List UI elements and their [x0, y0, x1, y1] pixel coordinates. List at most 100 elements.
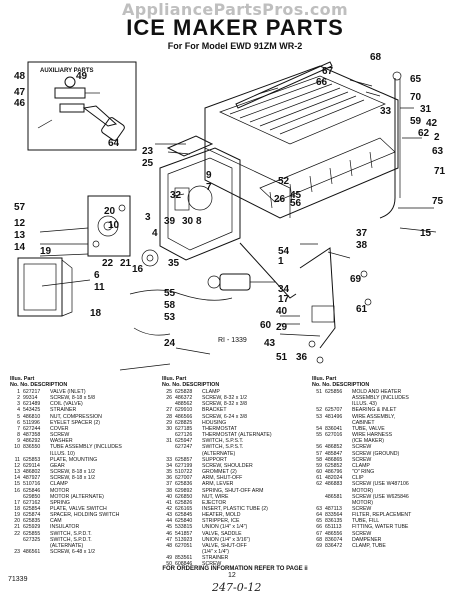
part-number: 627051 [175, 542, 193, 549]
callout-49: 49 [76, 71, 88, 82]
callout-46: 46 [14, 98, 26, 109]
callout-30: 30 [182, 216, 194, 227]
part-description: FILTER, REPLACEMENT [352, 512, 412, 519]
part-description: STRAINER [202, 555, 229, 562]
part-description: SCREW (USE W487106 [352, 481, 409, 488]
part-description: NUT, WIRE [202, 493, 229, 500]
part-description: SPRING [50, 499, 70, 506]
part-number: 487358 [23, 432, 41, 439]
callout-24: 24 [164, 338, 176, 349]
part-description: SCREW [202, 561, 222, 568]
part-number: 629850 [23, 493, 41, 500]
part-number: 99314 [23, 395, 38, 402]
illus-number: 17 [14, 499, 20, 506]
part-description: SCREW, 8-18 x 1/2 [50, 475, 95, 482]
illus-number: 49 [166, 555, 172, 562]
part-number: 486852 [325, 444, 343, 451]
part-number: 627199 [175, 462, 193, 469]
part-description: SCREW, 8-32 x 3/8 [202, 401, 247, 408]
part-description: EYELET SPACER (2) [50, 419, 100, 426]
illus-number: 47 [166, 536, 172, 543]
illus-number: 11 [14, 456, 20, 463]
ice-maker-body [17, 61, 437, 371]
part-description: ARM, SHUT-OFF [202, 475, 243, 482]
illus-number: 5 [17, 413, 20, 420]
illus-number: 19 [14, 512, 20, 519]
part-description: NUT, COMPRESSION [50, 413, 102, 420]
part-description: SPRING, SHUT-OFF ARM [202, 487, 264, 494]
illus-number: 2 [17, 395, 20, 402]
callout-47: 47 [14, 87, 26, 98]
part-description: GEAR [50, 462, 65, 469]
part-description: SUPPORT [202, 456, 227, 463]
part-number: 627217 [23, 389, 41, 395]
illus-number: 1 [17, 389, 20, 395]
illus-number: 53 [316, 413, 322, 420]
part-description: SWITCH, S.P.D.T. [50, 536, 92, 543]
exploded-parts-diagram: AUXILIARY PARTS [14, 52, 446, 371]
part-description: SCREW, 8-18 x 1/2 [50, 469, 95, 476]
callout-1: 1 [278, 256, 284, 267]
part-number: 486292 [23, 438, 41, 445]
part-description: INSERT, PLASTIC TUBE (2) [202, 505, 268, 512]
part-description: HEATER, MOLD [202, 512, 241, 519]
illus-number: 69 [316, 542, 322, 549]
part-number: 486556 [325, 530, 343, 537]
callout-15: 15 [420, 228, 432, 239]
callout-11: 11 [94, 282, 105, 293]
part-number: 486372 [175, 395, 193, 402]
illus-number: 65 [316, 518, 322, 525]
illus-number: 40 [166, 493, 172, 500]
part-number: 533815 [175, 524, 193, 531]
part-description: MOTOR (ALTERNATE) [50, 493, 104, 500]
callout-75: 75 [432, 196, 444, 207]
illus-number: 38 [166, 487, 172, 494]
part-number: 488562 [175, 401, 193, 408]
illus-number: 18 [14, 505, 20, 512]
part-description: SPACER, HOLDING SWITCH [50, 512, 120, 519]
column-header-illus: Illus. Part No. No. DESCRIPTION [10, 376, 68, 388]
part-number: 627126 [175, 432, 193, 439]
part-description: ARM, LEVER [202, 481, 234, 488]
inset-label: AUXILIARY PARTS [40, 68, 94, 74]
part-number: 513923 [175, 536, 193, 543]
illus-number: 63 [316, 505, 322, 512]
part-number: 487927 [23, 475, 41, 482]
part-description: CLAMP [202, 389, 220, 395]
part-description: ASSEMBLY (INCLUDES [352, 395, 409, 402]
illus-number: 44 [166, 518, 172, 525]
part-number: 629892 [175, 487, 193, 494]
illus-number: 9 [17, 438, 20, 445]
part-description: VALVE, SHUT-OFF [202, 542, 247, 549]
part-number: 625846 [23, 487, 41, 494]
callout-10: 10 [108, 220, 120, 231]
part-description: MOTOR) [352, 499, 373, 506]
part-number: 625853 [23, 456, 41, 463]
callout-42: 42 [426, 118, 438, 129]
part-number: 625855 [23, 530, 41, 537]
part-number: 627162 [23, 499, 41, 506]
part-number: 608846 [175, 561, 193, 568]
